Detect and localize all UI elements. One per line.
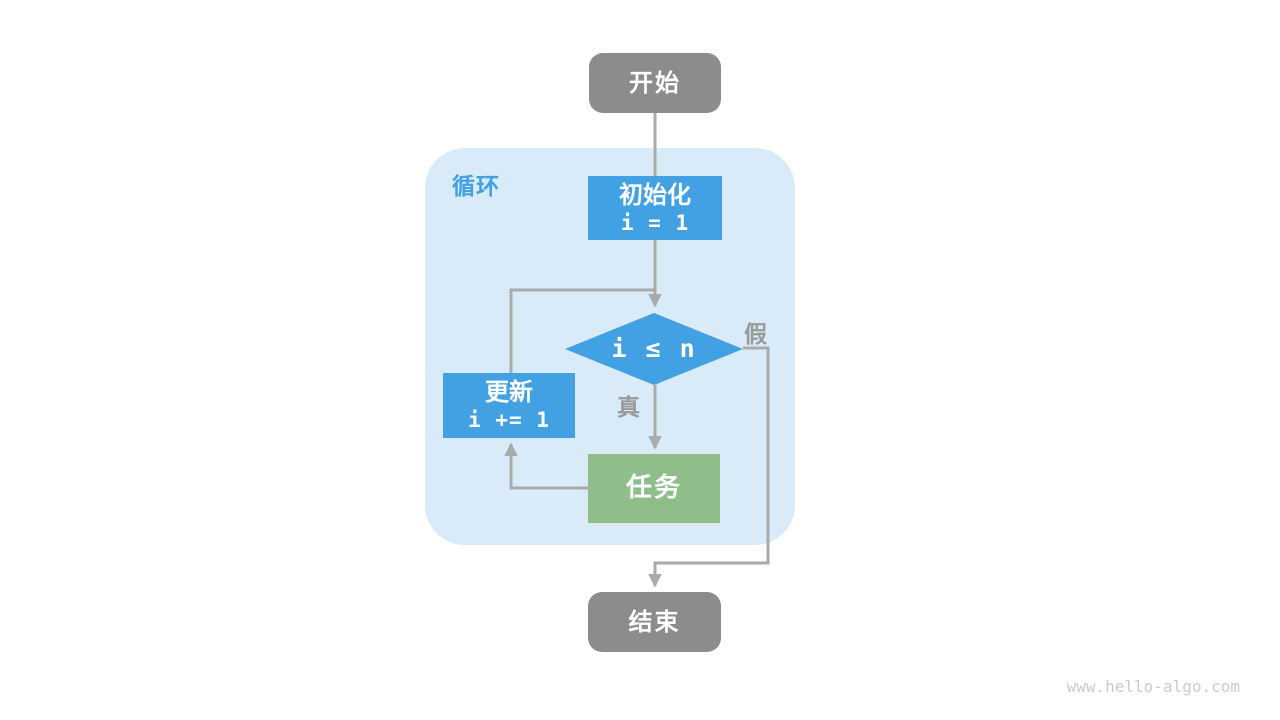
init-node-code: i = 1 xyxy=(620,210,690,235)
false-branch-label: 假 xyxy=(744,322,767,348)
loop-label: 循环 xyxy=(452,174,500,200)
update-node-title: 更新 xyxy=(485,378,533,407)
end-node: 结束 xyxy=(588,592,721,652)
task-node: 任务 xyxy=(588,454,720,523)
init-node-title: 初始化 xyxy=(619,180,691,209)
init-node: 初始化 i = 1 xyxy=(588,176,722,240)
wire-update-to-mainline xyxy=(509,288,655,373)
task-node-label: 任务 xyxy=(625,473,682,504)
update-node: 更新 i += 1 xyxy=(443,373,575,438)
true-branch-label: 真 xyxy=(617,395,640,421)
end-node-label: 结束 xyxy=(628,608,681,636)
start-node-label: 开始 xyxy=(629,69,681,97)
wire-task-to-update xyxy=(504,442,589,490)
update-node-code: i += 1 xyxy=(468,408,550,433)
condition-expression: i ≤ n xyxy=(611,334,697,364)
watermark-text: www.hello-algo.com xyxy=(1066,677,1240,696)
wire-condition-to-end xyxy=(648,346,770,588)
start-node: 开始 xyxy=(589,53,721,113)
